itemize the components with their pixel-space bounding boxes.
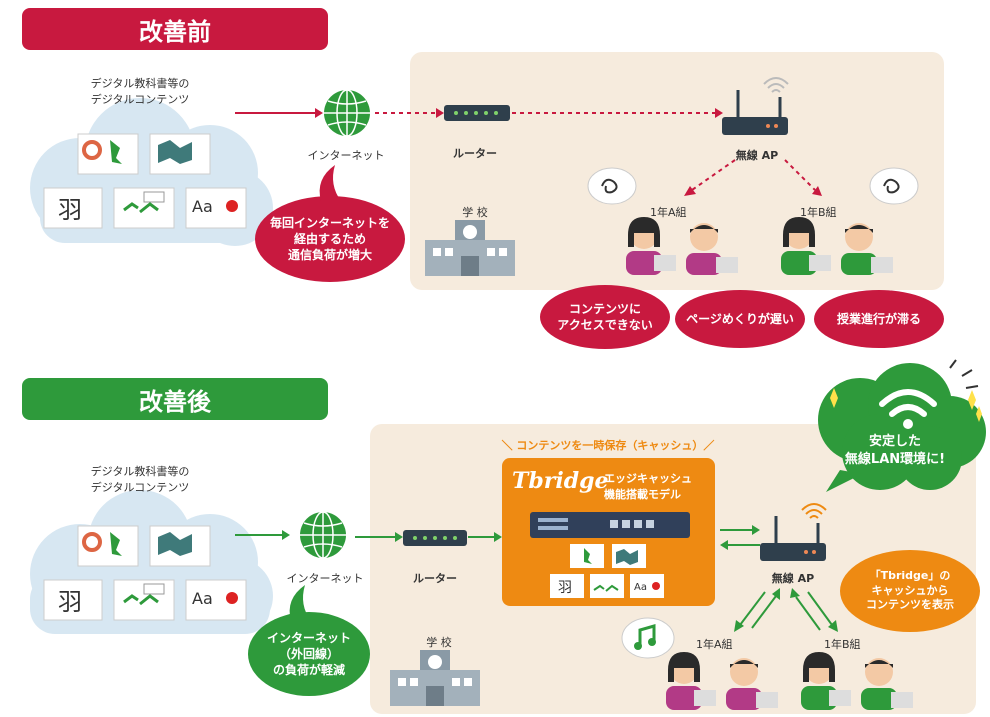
wifi-ap-icon (722, 77, 789, 135)
globe-icon (300, 511, 346, 559)
confused-thought-icon (869, 167, 919, 205)
school-label-after: 学 校 (426, 636, 452, 649)
issue-bubble-slow: ページめくりが遅い (675, 290, 805, 348)
svg-text:羽: 羽 (58, 196, 82, 224)
internet-label-before: インターネット (307, 149, 385, 162)
cache-bubble-line-2: キャッシュから (871, 583, 949, 597)
school-icon (425, 220, 515, 276)
students-class-b-after (801, 652, 913, 710)
music-note-icon (621, 617, 675, 659)
load-bubble-before-tail (319, 165, 341, 201)
content-thumbnails-before: 羽 Aa (43, 133, 247, 229)
svg-text:Aa: Aa (192, 197, 213, 216)
class-a-label-before: 1年A組 (650, 206, 687, 219)
before-title: 改善前 (22, 8, 328, 50)
load-bubble-after-line-1: インターネット (266, 630, 351, 645)
issue-bubble-stall: 授業進行が滞る (814, 290, 944, 348)
wifi-ap-icon (760, 503, 827, 561)
router-icon (444, 105, 510, 121)
tbridge-device-icon (530, 512, 690, 538)
students-class-a-before (626, 217, 738, 275)
svg-text:Aa: Aa (192, 589, 213, 608)
tbridge-cached-content-icon: 羽 Aa (550, 544, 664, 598)
tbridge-model-2: 機能搭載モデル (604, 488, 681, 501)
school-icon (390, 650, 480, 706)
school-label-before: 学 校 (462, 206, 488, 219)
ap-label-after: 無線 AP (771, 572, 815, 585)
tbridge-logo: Tbridge (512, 468, 609, 494)
class-a-label-after: 1年A組 (696, 638, 733, 651)
issue-access-line-1: コンテンツに (568, 301, 641, 316)
students-class-b-before (781, 217, 893, 275)
cache-bubble-line-3: コンテンツを表示 (866, 598, 954, 612)
cache-bubble: 「Tbridge」の キャッシュから コンテンツを表示 (840, 550, 980, 632)
content-thumbnails-after: 羽 Aa (43, 525, 247, 621)
content-label-after-2: デジタルコンテンツ (90, 481, 190, 494)
after-title: 改善後 (22, 378, 328, 420)
load-bubble-before-line-1: 毎回インターネットを (269, 215, 390, 230)
svg-text:羽: 羽 (558, 580, 572, 596)
cache-bubble-line-1: 「Tbridge」の (869, 568, 951, 582)
svg-text:Aa: Aa (634, 582, 647, 593)
issue-bubble-access: コンテンツに アクセスできない (540, 285, 670, 349)
class-b-label-before: 1年B組 (800, 206, 837, 219)
students-class-a-after (666, 652, 778, 710)
confused-thought-icon (587, 167, 637, 205)
content-label-before-1: デジタル教科書等の (90, 77, 190, 90)
cache-caption: ＼ コンテンツを一時保存（キャッシュ）／ (501, 439, 715, 452)
content-label-after-1: デジタル教科書等の (90, 465, 190, 478)
load-bubble-after-line-3: の負荷が軽減 (272, 663, 345, 678)
router-label-after: ルーター (413, 572, 457, 585)
svg-text:羽: 羽 (58, 588, 82, 616)
load-bubble-after: インターネット （外回線） の負荷が軽減 (248, 612, 370, 696)
stable-bubble-line-1: 安定した (868, 434, 921, 449)
ap-label-before: 無線 AP (735, 149, 779, 162)
load-bubble-after-line-2: （外回線） (278, 646, 339, 661)
stable-bubble-line-2: 無線LAN環境に! (844, 452, 946, 467)
stable-cloud-bubble (818, 359, 986, 492)
load-bubble-before: 毎回インターネットを 経由するため 通信負荷が増大 (255, 196, 405, 282)
load-bubble-before-line-2: 経由するため (293, 231, 366, 246)
tbridge-model-1: エッジキャッシュ (604, 472, 692, 485)
load-bubble-before-line-3: 通信負荷が増大 (287, 248, 372, 263)
internet-label-after: インターネット (286, 572, 364, 585)
globe-icon (324, 89, 370, 137)
class-b-label-after: 1年B組 (824, 638, 861, 651)
content-label-before-2: デジタルコンテンツ (90, 93, 190, 106)
router-icon (403, 530, 467, 546)
issue-access-line-2: アクセスできない (557, 318, 653, 332)
flow-arrows-before (235, 108, 822, 196)
router-label-before: ルーター (453, 147, 497, 160)
